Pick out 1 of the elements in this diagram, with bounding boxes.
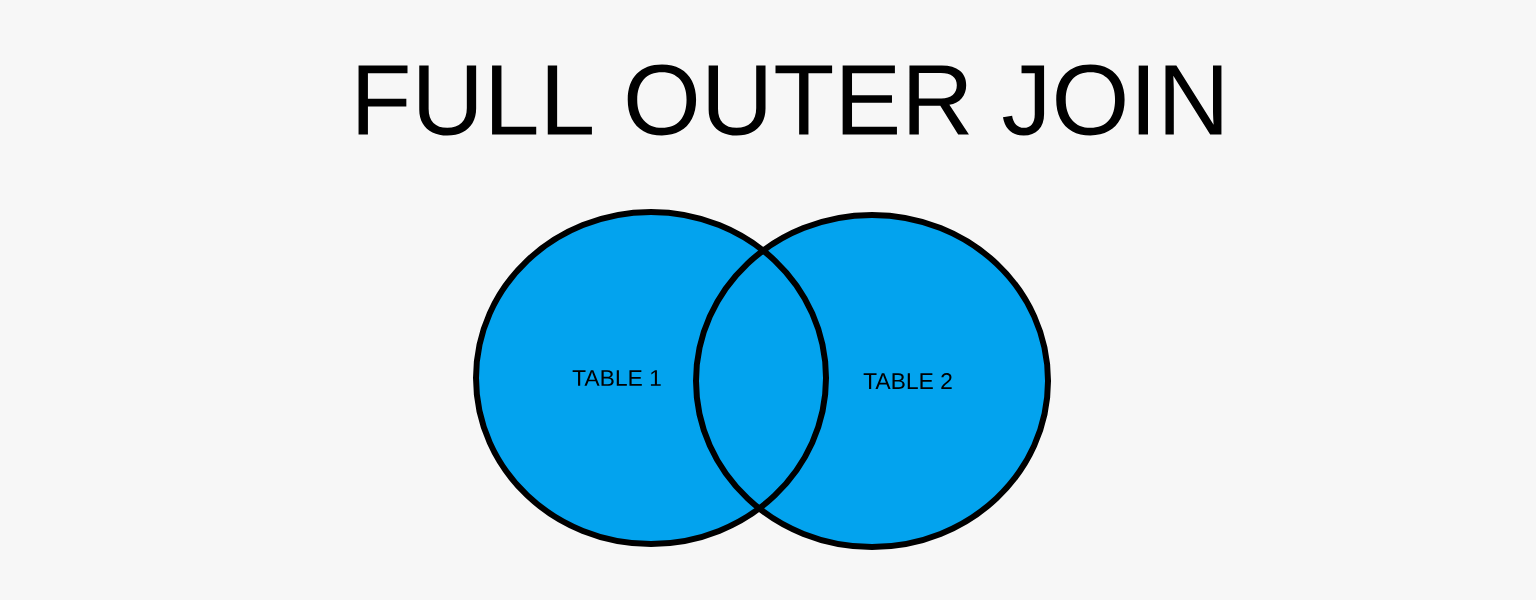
title: FULL OUTER JOIN [358, 64, 1222, 136]
